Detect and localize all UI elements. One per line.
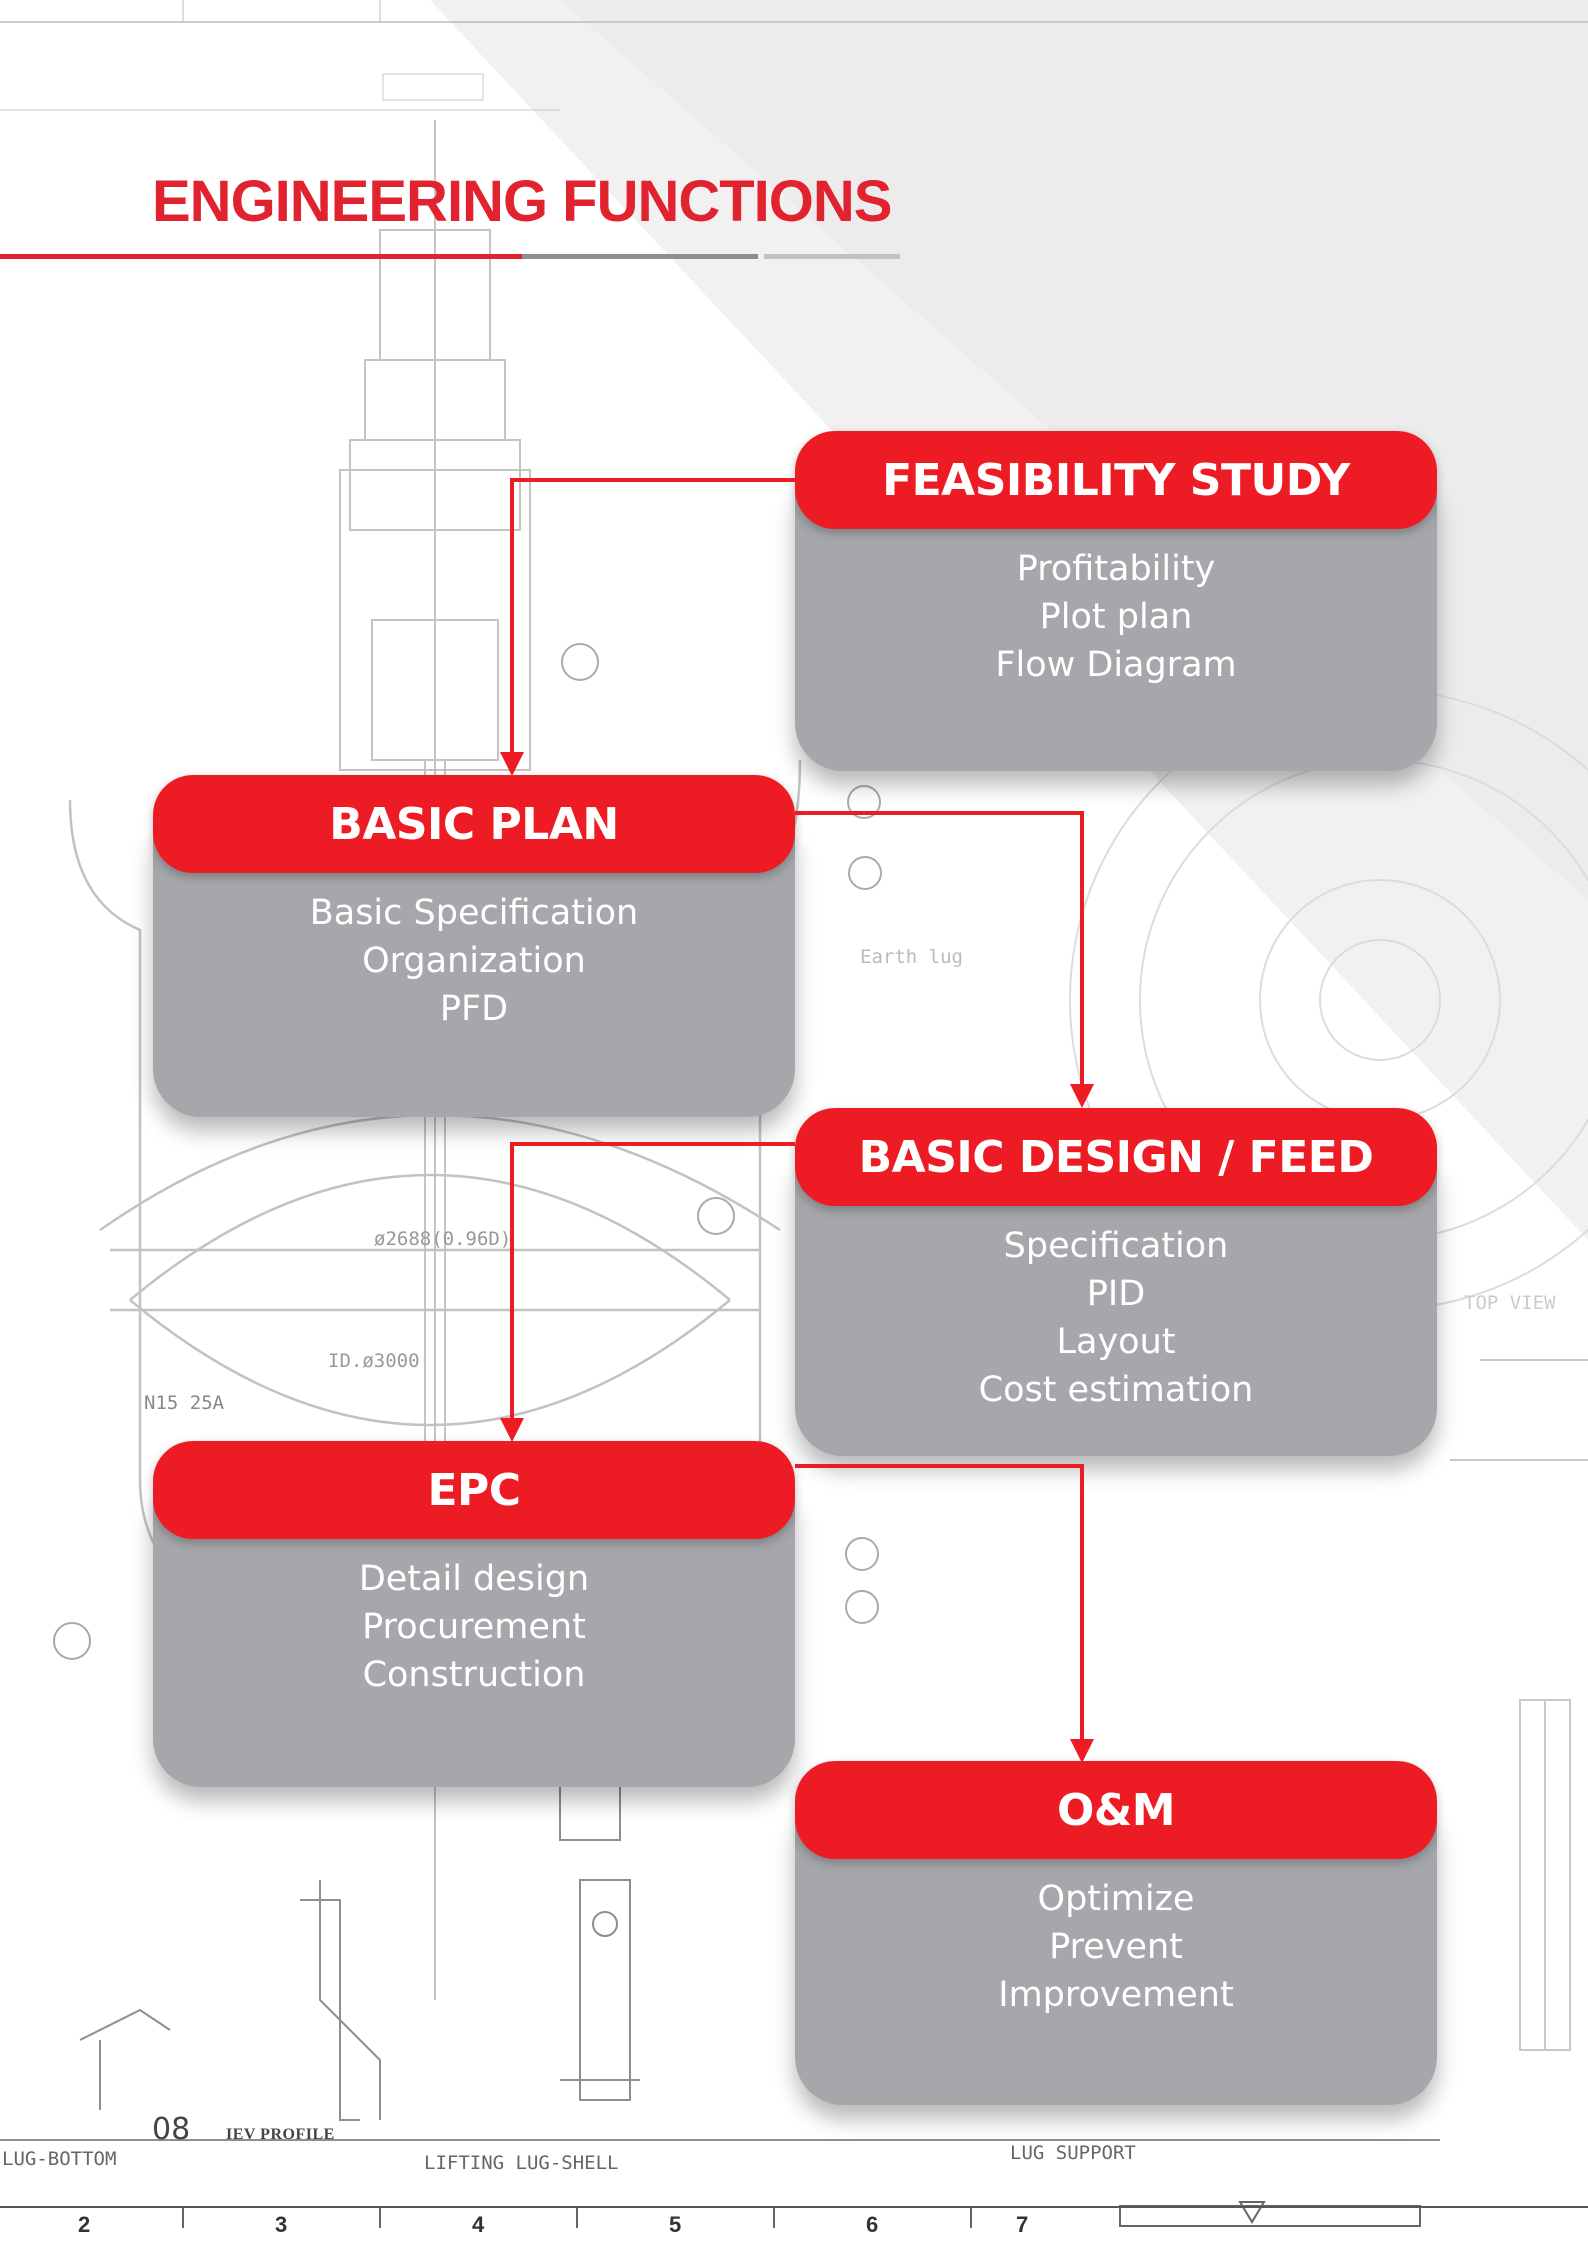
step-item: Flow Diagram (995, 645, 1237, 685)
step-body: Detail design Procurement Construction (153, 1499, 795, 1787)
step-item: Profitability (1016, 549, 1216, 589)
drawing-label-id-3000: ID.ø3000 (328, 1350, 420, 1372)
step-item: Cost estimation (978, 1370, 1254, 1410)
column-number: 7 (1016, 2212, 1029, 2237)
step-item: Specification (1003, 1226, 1229, 1266)
drawing-label-earth-lug: Earth lug (860, 946, 963, 968)
step-item: Optimize (1037, 1879, 1195, 1919)
step-item: Prevent (1049, 1927, 1183, 1967)
step-item: Procurement (362, 1607, 586, 1647)
drawing-label-top-view: TOP VIEW (1464, 1292, 1556, 1314)
column-number: 3 (275, 2212, 288, 2237)
step-epc: EPC Detail design Procurement Constructi… (153, 1441, 795, 1787)
drawing-label-lifting-lug-shell: LIFTING LUG-SHELL (424, 2152, 619, 2174)
step-item: Layout (1056, 1322, 1176, 1362)
step-item: Detail design (358, 1559, 590, 1599)
step-feasibility-study: FEASIBILITY STUDY Profitability Plot pla… (795, 431, 1437, 771)
drawing-label-n15: N15 25A (144, 1392, 225, 1414)
step-item: Construction (362, 1655, 586, 1695)
step-title: BASIC DESIGN / FEED (795, 1108, 1437, 1206)
step-item: Basic Specification (309, 893, 639, 933)
drawing-label-lug-support: LUG SUPPORT (1010, 2142, 1136, 2164)
step-o-and-m: O&M Optimize Prevent Improvement (795, 1761, 1437, 2105)
step-title: EPC (153, 1441, 795, 1539)
step-title: O&M (795, 1761, 1437, 1859)
drawing-label-diameter-2688: ø2688(0.96D) (374, 1228, 512, 1250)
column-number: 2 (78, 2212, 91, 2237)
step-basic-plan: BASIC PLAN Basic Specification Organizat… (153, 775, 795, 1117)
title-underline-red (0, 254, 522, 259)
drawing-label-lug-bottom: LUG-BOTTOM (2, 2148, 117, 2170)
page-title: ENGINEERING FUNCTIONS (152, 169, 892, 234)
step-body: Specification PID Layout Cost estimation (795, 1166, 1437, 1456)
step-body: Basic Specification Organization PFD (153, 833, 795, 1117)
title-underline-gray (522, 254, 758, 259)
step-title: BASIC PLAN (153, 775, 795, 873)
step-title: FEASIBILITY STUDY (795, 431, 1437, 529)
step-item: Organization (362, 941, 586, 981)
page-number: 08 (152, 2112, 191, 2147)
step-basic-design-feed: BASIC DESIGN / FEED Specification PID La… (795, 1108, 1437, 1456)
step-item: Plot plan (1039, 597, 1193, 637)
step-item: Improvement (998, 1975, 1234, 2015)
step-body: Optimize Prevent Improvement (795, 1819, 1437, 2105)
footer-rule (0, 2206, 1588, 2208)
title-underline-light (764, 254, 900, 259)
step-body: Profitability Plot plan Flow Diagram (795, 489, 1437, 771)
page-label: IEV PROFILE (226, 2126, 335, 2143)
column-number: 6 (866, 2212, 879, 2237)
step-item: PID (1086, 1274, 1146, 1314)
column-number: 5 (669, 2212, 682, 2237)
step-item: PFD (439, 989, 509, 1029)
column-number: 4 (472, 2212, 485, 2237)
